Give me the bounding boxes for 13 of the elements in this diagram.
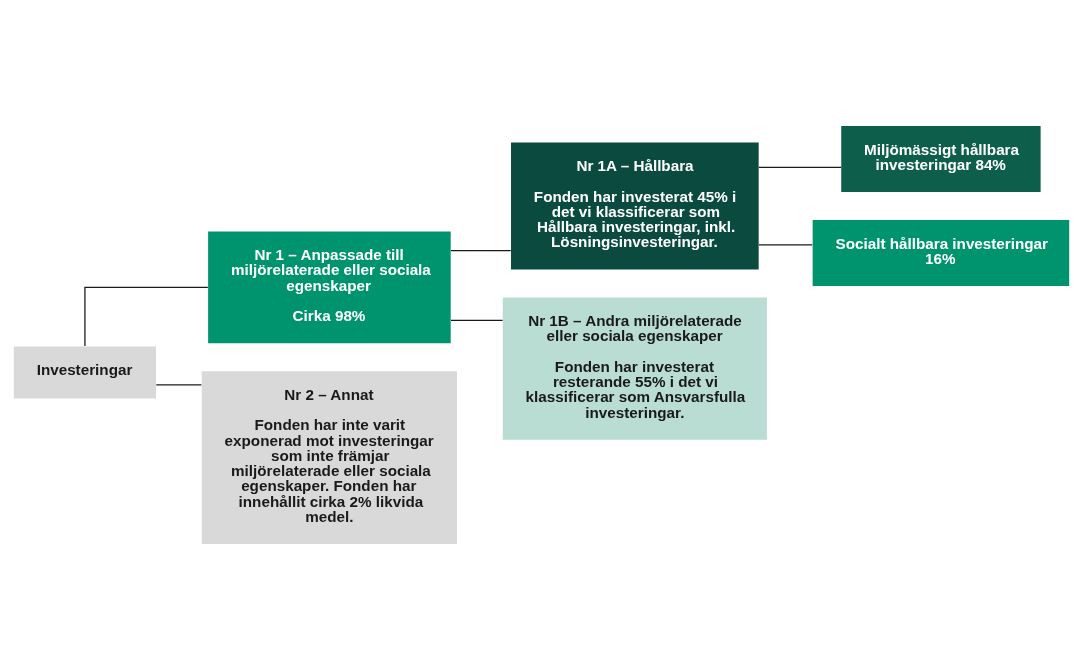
- connector: [155, 384, 202, 386]
- node-box: Investeringar: [13, 346, 157, 399]
- node-box: Nr 1A – Hållbara Fonden har investerat 45% i det vi klassificerar som Hållbara investeringar, inkl. Lösningsinvesteringar.: [511, 142, 759, 270]
- connector: [450, 319, 504, 322]
- connector: [450, 249, 512, 252]
- connector: [84, 286, 209, 347]
- node-box: Miljömässigt hållbara investeringar 84%: [841, 126, 1041, 193]
- node-box: Nr 1 – Anpassade till miljörelaterade eller sociala egenskaper Cirka 98%: [208, 231, 451, 344]
- node-box: Nr 1B – Andra miljörelaterade eller sociala egenskaper Fonden har investerat resterande 55% i det vi klassificerar som Ansvarsfulla investeringar.: [502, 297, 767, 440]
- node-box: Socialt hållbara investeringar 16%: [812, 220, 1070, 287]
- node-box: Nr 2 – Annat Fonden har inte varit exponerad mot investeringar som inte främjar miljörelaterade eller sociala egenskaper. Fonden har innehållit cirka 2% likvida medel.: [201, 371, 458, 544]
- connector: [758, 244, 813, 246]
- connector: [758, 166, 842, 168]
